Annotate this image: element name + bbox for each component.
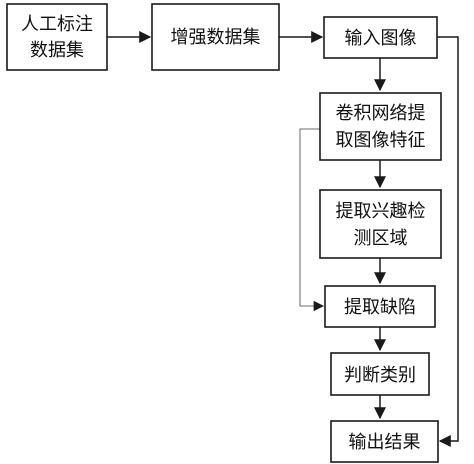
node-classification: 判断类别: [330, 352, 430, 396]
node-input-image: 输入图像: [323, 16, 438, 59]
node-roi-line-2: 测区域: [354, 228, 408, 249]
node-output-label: 输出结果: [349, 432, 421, 453]
node-defect-label: 提取缺陷: [344, 297, 416, 318]
node-cnn-feature-extraction: 卷积网络提 取图像特征: [319, 92, 442, 161]
node-manual-label-line-1: 人工标注: [21, 14, 93, 35]
node-defect-extraction: 提取缺陷: [324, 285, 436, 328]
node-roi-line-1: 提取兴趣检: [336, 201, 426, 222]
node-augmented-dataset: 增强数据集: [151, 3, 280, 71]
node-input-image-label: 输入图像: [345, 28, 417, 49]
node-roi-extraction: 提取兴趣检 测区域: [319, 189, 442, 259]
node-manual-label-line-2: 数据集: [30, 40, 84, 61]
node-output-result: 输出结果: [330, 420, 439, 463]
edge-input-to-output: [437, 36, 459, 447]
node-cnn-line-2: 取图像特征: [336, 130, 426, 151]
node-manual-label-dataset: 人工标注 数据集: [6, 3, 108, 71]
node-classification-label: 判断类别: [344, 365, 416, 386]
edge-cnn-to-defect: [299, 128, 325, 312]
node-cnn-line-1: 卷积网络提: [336, 103, 426, 124]
node-augmented-dataset-label: 增强数据集: [171, 27, 261, 48]
